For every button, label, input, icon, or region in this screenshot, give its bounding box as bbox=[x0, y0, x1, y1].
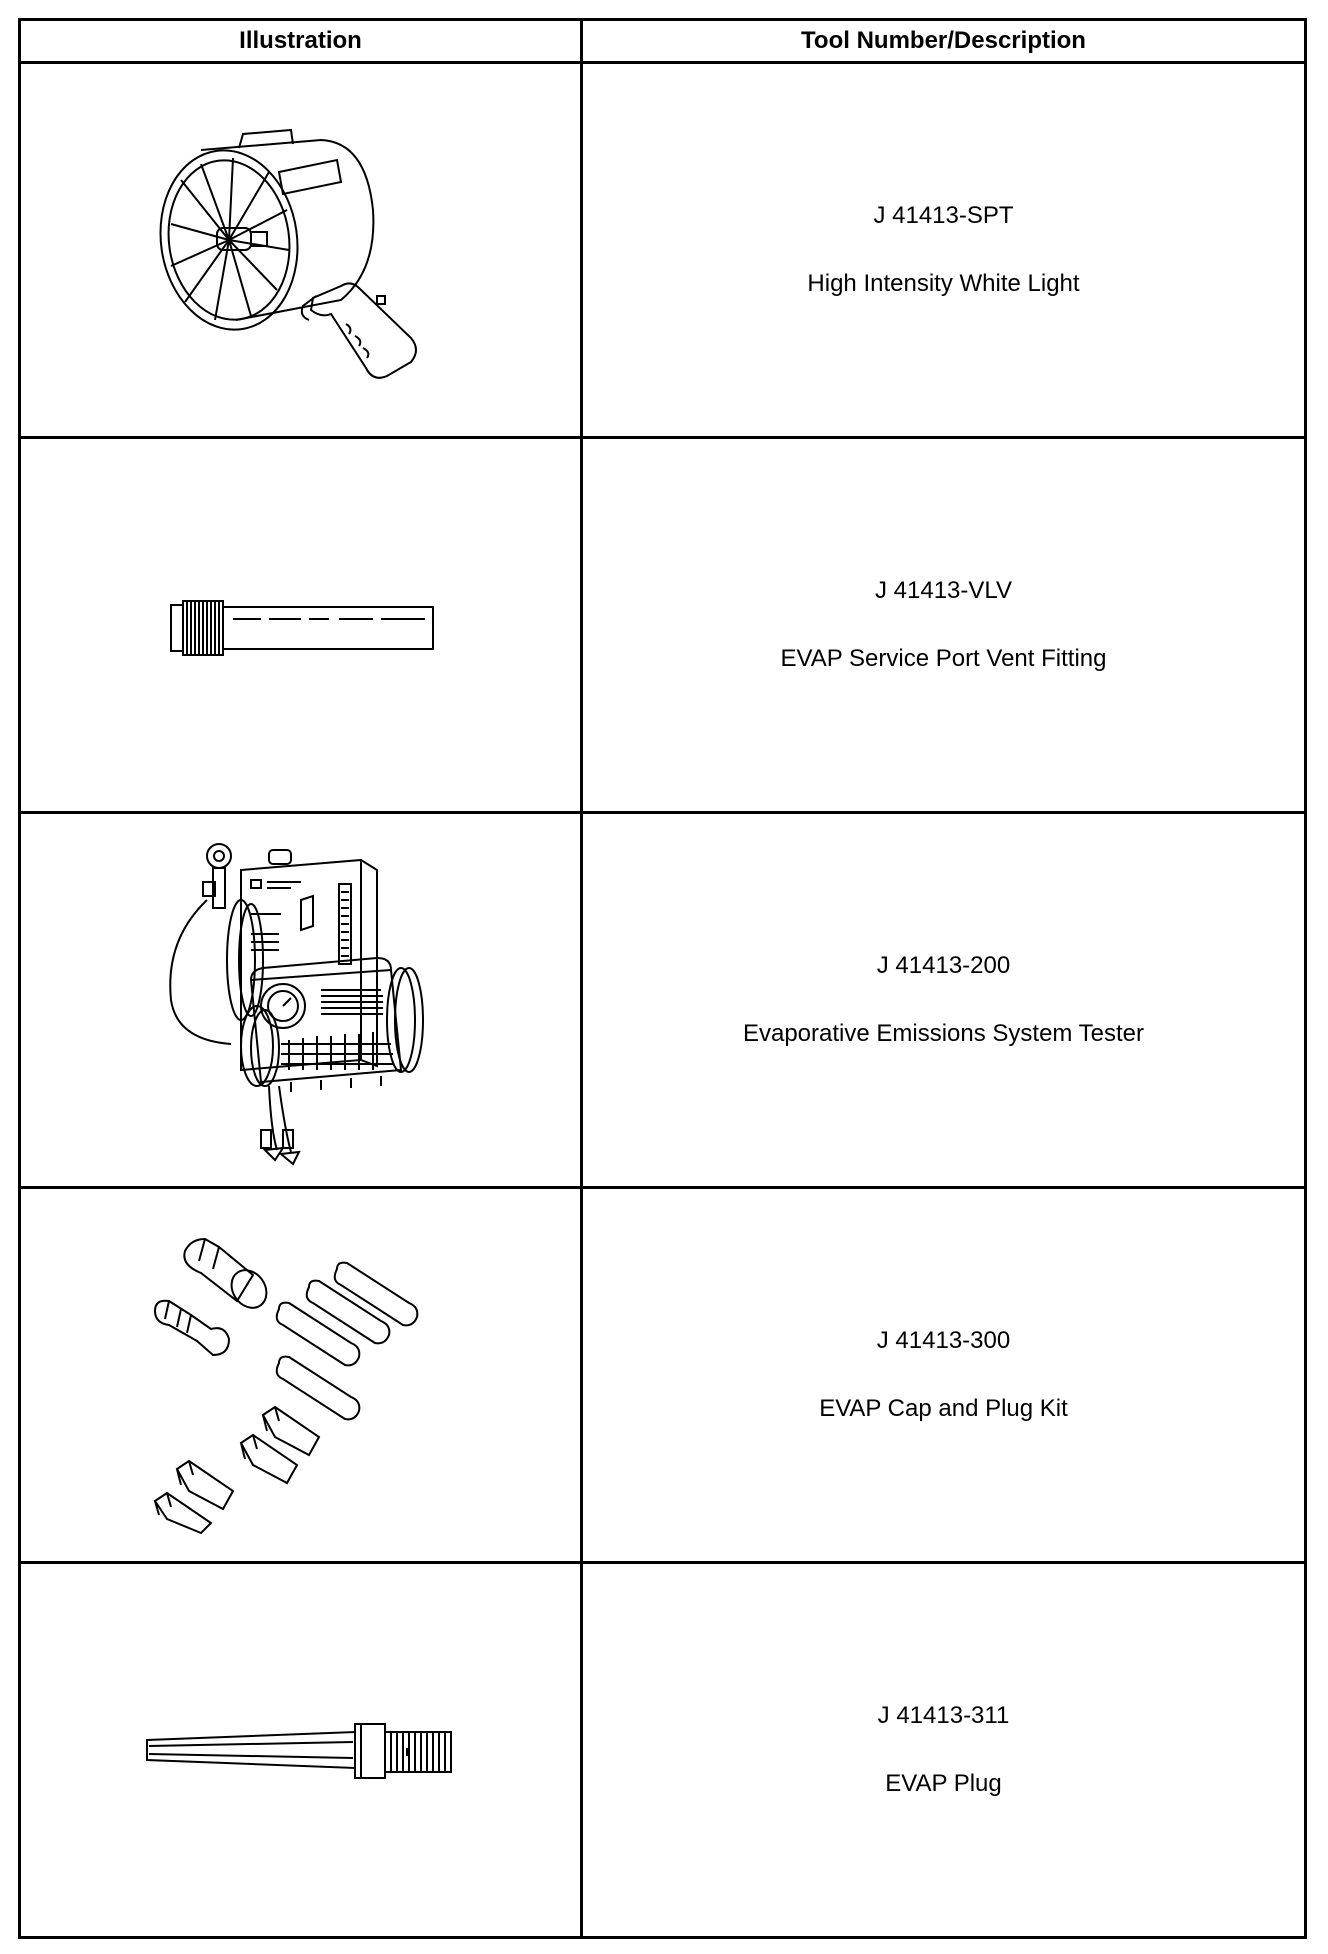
table-row: J 41413-VLV EVAP Service Port Vent Fitti… bbox=[18, 436, 1307, 814]
description-cell: J 41413-200 Evaporative Emissions System… bbox=[580, 811, 1307, 1189]
tool-number: J 41413-SPT bbox=[873, 202, 1014, 229]
tool-number: J 41413-311 bbox=[877, 1702, 1010, 1729]
description-cell: J 41413-311 EVAP Plug bbox=[580, 1561, 1307, 1939]
header-tool-description: Tool Number/Description bbox=[580, 18, 1307, 64]
tool-description: EVAP Plug bbox=[885, 1770, 1002, 1797]
illustration-cell bbox=[18, 811, 583, 1189]
tool-number: J 41413-300 bbox=[876, 1327, 1011, 1354]
tool-description: Evaporative Emissions System Tester bbox=[742, 1020, 1145, 1047]
table-row: J 41413-200 Evaporative Emissions System… bbox=[18, 811, 1307, 1189]
tool-description: EVAP Cap and Plug Kit bbox=[819, 1395, 1068, 1422]
illustration-cell bbox=[18, 1561, 583, 1939]
illustration-cell bbox=[18, 1186, 583, 1564]
evap-plug-icon bbox=[131, 1710, 471, 1790]
description-cell: J 41413-VLV EVAP Service Port Vent Fitti… bbox=[580, 436, 1307, 814]
emissions-tester-icon bbox=[151, 830, 451, 1170]
tool-number: J 41413-VLV bbox=[875, 577, 1012, 604]
tools-table: Illustration Tool Number/Description bbox=[18, 18, 1307, 1939]
description-cell: J 41413-300 EVAP Cap and Plug Kit bbox=[580, 1186, 1307, 1564]
cap-plug-kit-icon bbox=[141, 1215, 461, 1535]
illustration-cell bbox=[18, 61, 583, 439]
table-row: J 41413-SPT High Intensity White Light bbox=[18, 61, 1307, 439]
description-cell: J 41413-SPT High Intensity White Light bbox=[580, 61, 1307, 439]
table-row: J 41413-300 EVAP Cap and Plug Kit bbox=[18, 1186, 1307, 1564]
spotlight-icon bbox=[141, 120, 461, 380]
tool-number: J 41413-200 bbox=[876, 952, 1011, 979]
table-row: J 41413-311 EVAP Plug bbox=[18, 1561, 1307, 1939]
tool-description: EVAP Service Port Vent Fitting bbox=[780, 645, 1107, 672]
illustration-cell bbox=[18, 436, 583, 814]
vent-fitting-icon bbox=[141, 585, 461, 665]
header-row: Illustration Tool Number/Description bbox=[18, 18, 1307, 64]
header-illustration: Illustration bbox=[18, 18, 583, 64]
tool-description: High Intensity White Light bbox=[807, 270, 1080, 297]
